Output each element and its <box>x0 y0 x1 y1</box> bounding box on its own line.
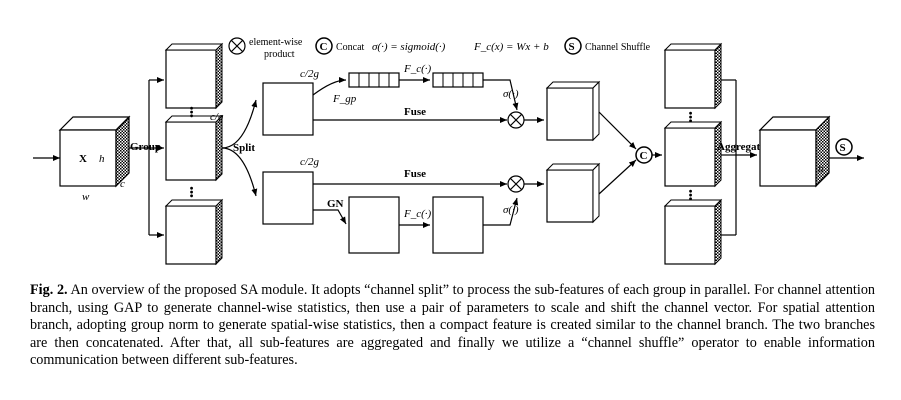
legend: element-wise product C Concat σ(·) = sig… <box>228 37 651 60</box>
f-gp-label: F_gp <box>332 93 357 105</box>
input-feature-cube: X h w c <box>33 115 131 203</box>
product-node-top <box>507 111 525 129</box>
gn-output-block <box>348 196 400 254</box>
input-c-label: c <box>120 178 125 190</box>
output-h-label: h <box>818 163 824 175</box>
fc-bottom-label: F_c(·) <box>403 208 432 220</box>
concat-icon <box>315 37 333 55</box>
figure-label: Fig. 2. <box>30 282 68 298</box>
input-h-label: h <box>99 153 105 165</box>
group-block-top <box>164 42 224 110</box>
output-feature-cube: h S <box>758 115 864 188</box>
aggregate-bracket: Aggregate <box>717 79 765 236</box>
aggregate-block-top <box>663 42 723 110</box>
group-dots-top: ••• <box>185 106 197 118</box>
fc-top-label: F_c(·) <box>403 63 432 75</box>
concat-node-symbol: C <box>640 150 648 162</box>
aggregate-block-bottom <box>663 198 723 266</box>
input-x-label: X <box>79 153 87 165</box>
channel-output-block <box>545 80 601 142</box>
split-half-top: c/2g <box>262 68 319 136</box>
gap-vector-1 <box>348 72 400 88</box>
c-over-2g-top-label: c/2g <box>300 68 319 80</box>
legend-concat-text: Concat <box>336 42 365 53</box>
aggregate-dots-bottom: ••• <box>684 189 696 201</box>
group-block-bottom <box>164 198 224 266</box>
legend-fc-formula: F_c(x) = Wx + b <box>473 41 549 53</box>
legend-shuffle-text: Channel Shuffle <box>585 42 651 53</box>
sigma-top-label: σ(·) <box>503 88 519 100</box>
figure-caption: Fig. 2. An overview of the proposed SA m… <box>30 282 875 370</box>
aggregate-label: Aggregate <box>717 141 765 153</box>
group-bracket: Group <box>129 77 164 238</box>
split-half-bottom: c/2g <box>262 156 319 225</box>
legend-shuffle-symbol: S <box>569 41 575 53</box>
spatial-attention-branch: GN F_c(·) σ(·) Fuse <box>313 162 601 254</box>
aggregate-blocks: ••• ••• <box>663 42 723 266</box>
split-label: Split <box>233 142 255 154</box>
legend-concat-symbol: C <box>320 41 328 53</box>
gap-vector-2 <box>432 72 484 88</box>
group-dots-bottom: ••• <box>185 186 197 198</box>
legend-product-text-2: product <box>264 49 295 60</box>
c-over-g-label: c/g <box>210 111 224 123</box>
channel-shuffle-icon <box>564 37 582 55</box>
group-label: Group <box>130 141 161 153</box>
split-arrows: Split <box>221 99 258 197</box>
fuse-top-label: Fuse <box>404 106 426 118</box>
product-node-bottom <box>507 175 525 193</box>
legend-product-text-1: element-wise <box>249 37 303 48</box>
spatial-output-block <box>545 162 601 224</box>
caption-text: An overview of the proposed SA module. I… <box>30 282 876 369</box>
legend-sigma-formula: σ(·) = sigmoid(·) <box>372 41 446 53</box>
fc-output-block <box>432 196 484 254</box>
c-over-2g-bottom-label: c/2g <box>300 156 319 168</box>
aggregate-dots-top: ••• <box>684 111 696 123</box>
fuse-bottom-label: Fuse <box>404 168 426 180</box>
input-w-label: w <box>82 191 90 203</box>
sigma-bottom-label: σ(·) <box>503 204 519 216</box>
channel-shuffle-node <box>835 138 853 156</box>
group-block-middle <box>164 114 224 182</box>
gn-label: GN <box>327 198 344 210</box>
channel-attention-branch: F_gp F_c(·) σ(·) Fuse <box>312 63 601 142</box>
aggregate-block-middle <box>663 120 723 188</box>
shuffle-node-symbol: S <box>840 142 846 154</box>
sa-module-diagram: element-wise product C Concat σ(·) = sig… <box>33 37 864 266</box>
group-blocks: ••• ••• c/g <box>164 42 224 266</box>
concat-node: C <box>598 111 662 195</box>
